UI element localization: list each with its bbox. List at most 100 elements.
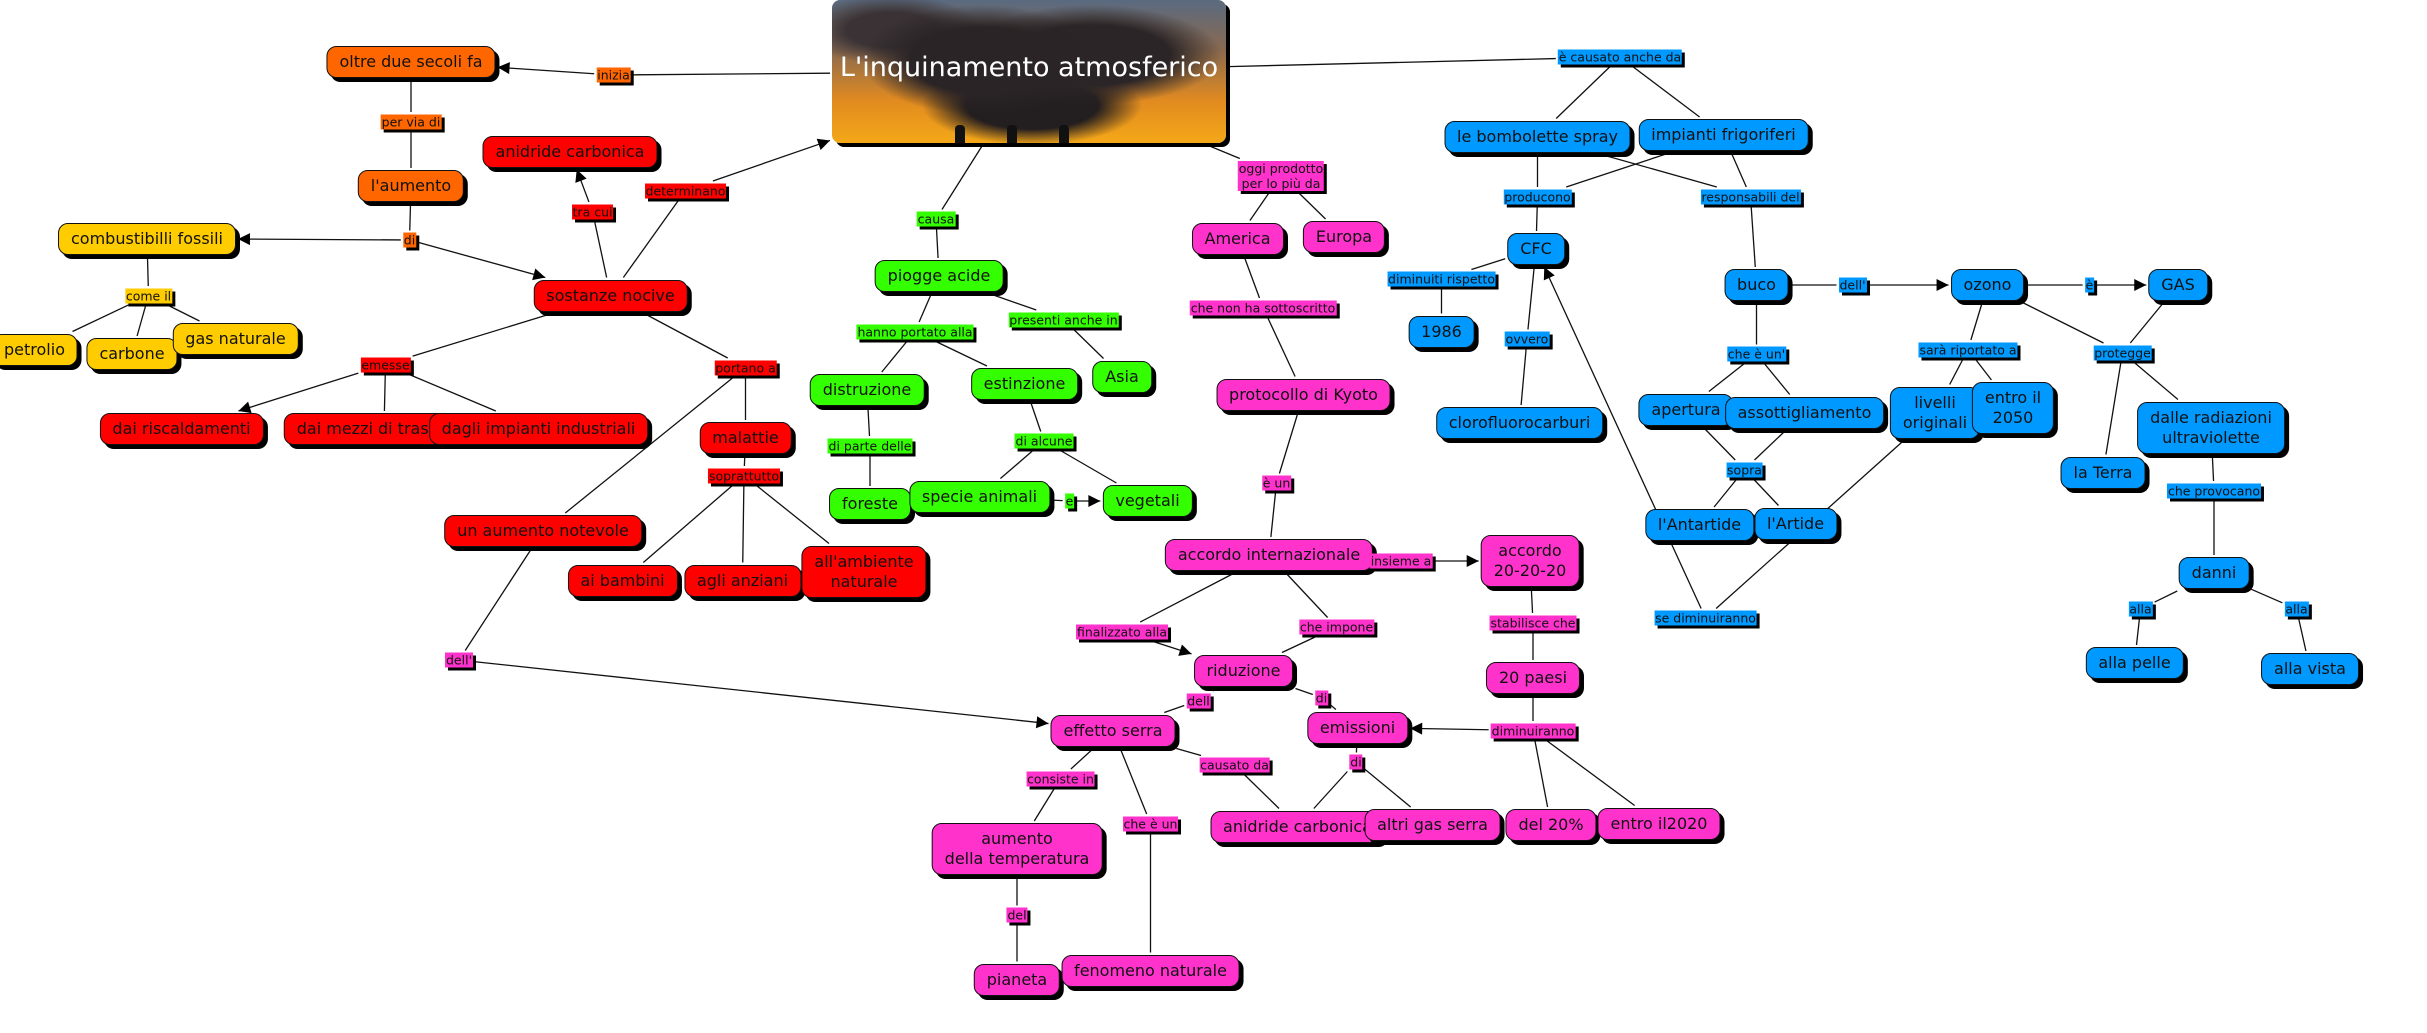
link-label-dellP[interactable]: dell' [444,652,474,668]
link-label-responsabili[interactable]: responsabili del [1700,189,1801,204]
concept-foreste[interactable]: foreste [829,488,911,520]
link-label-impone[interactable]: che impone [1298,619,1375,635]
concept-specie[interactable]: specie animali [908,480,1051,513]
concept-antartide[interactable]: l'Antartide [1644,509,1755,541]
concept-ambiente[interactable]: all'ambiente naturale [801,545,927,598]
concept-europa[interactable]: Europa [1302,221,1386,253]
link-label-causatoanche[interactable]: è causato anche da [1557,49,1683,65]
concept-vista[interactable]: alla vista [2261,653,2359,685]
link-label-portano[interactable]: portano a [714,360,777,375]
concept-estinzione[interactable]: estinzione [970,368,1079,400]
concept-terra[interactable]: la Terra [2060,456,2146,489]
concept-danni[interactable]: danni [2178,557,2250,589]
link-label-inizia[interactable]: inizia [596,67,631,83]
concept-cfc[interactable]: CFC [1507,233,1565,265]
concept-comb[interactable]: combustibilli fossili [58,222,236,255]
concept-fenomeno[interactable]: fenomeno naturale [1061,954,1240,987]
concept-altrigas[interactable]: altri gas serra [1364,809,1501,841]
concept-artide[interactable]: l'Artide [1753,507,1838,540]
link-label-ovvero[interactable]: ovvero [1504,331,1550,347]
concept-anidP[interactable]: anidride carbonica [1210,810,1385,843]
link-label-dellB[interactable]: dell' [1838,277,1867,293]
concept-anziani[interactable]: agli anziani [683,564,802,597]
concept-accordo[interactable]: accordo internazionale [1164,539,1374,571]
link-label-alla1[interactable]: alla [2128,601,2153,617]
concept-cloro[interactable]: clorofluorocarburi [1435,407,1604,439]
link-label-eun[interactable]: è un [1261,475,1292,491]
link-label-tracui[interactable]: tra cui [571,204,614,219]
title-node[interactable]: L'inquinamento atmosferico [832,0,1226,143]
concept-bombolette[interactable]: le bombolette spray [1444,120,1631,153]
concept-buco[interactable]: buco [1724,269,1789,301]
link-label-di1[interactable]: di [1314,690,1329,705]
concept-piogge[interactable]: piogge acide [874,260,1004,292]
concept-kyoto[interactable]: protocollo di Kyoto [1216,378,1391,411]
link-label-cheeunB[interactable]: che è un' [1726,346,1787,362]
link-label-finalizzato[interactable]: finalizzato alla [1076,624,1168,639]
link-label-eB[interactable]: è [2084,277,2095,293]
concept-a2020[interactable]: accordo 20-20-20 [1480,535,1580,587]
concept-america[interactable]: America [1191,222,1284,255]
concept-riduzione[interactable]: riduzione [1193,654,1294,687]
link-label-protegge[interactable]: protegge [2093,345,2152,360]
link-label-hanno[interactable]: hanno portato alla [856,324,974,339]
link-label-oggi[interactable]: oggi prodotto per lo più da [1237,160,1325,191]
link-label-diparte[interactable]: di parte delle [827,438,913,453]
concept-vegetali[interactable]: vegetali [1102,485,1193,517]
link-label-insieme[interactable]: insieme a [1369,553,1433,569]
link-label-stabilisce[interactable]: stabilisce che [1489,615,1577,630]
concept-y1986[interactable]: 1986 [1408,315,1475,348]
link-label-soprattutto[interactable]: soprattutto [707,468,781,483]
concept-paesi[interactable]: 20 paesi [1485,662,1581,694]
concept-effetto[interactable]: effetto serra [1050,714,1176,747]
concept-petrolio[interactable]: petrolio [0,333,78,366]
link-label-sara[interactable]: sarà riportato a [1918,342,2018,357]
concept-oltre[interactable]: oltre due secoli fa [326,45,496,78]
concept-pianeta[interactable]: pianeta [973,963,1061,996]
concept-radiazioni[interactable]: dalle radiazioni ultraviolette [2137,401,2285,454]
concept-impianti[interactable]: dagli impianti industriali [428,413,649,445]
concept-gas[interactable]: gas naturale [172,323,299,355]
concept-gasB[interactable]: GAS [2148,269,2208,301]
concept-del20[interactable]: del 20% [1505,809,1597,841]
concept-bambini[interactable]: ai bambini [567,564,678,597]
link-label-diminuiti[interactable]: diminuiti rispetto [1387,271,1496,287]
link-label-producono[interactable]: producono [1503,189,1572,204]
link-label-consiste[interactable]: consiste in [1026,771,1095,786]
concept-sostanze[interactable]: sostanze nocive [533,279,688,312]
concept-malattie[interactable]: malattie [699,422,792,454]
link-label-sedim[interactable]: se diminuiranno [1654,610,1757,626]
concept-asia[interactable]: Asia [1092,360,1152,393]
concept-livelli[interactable]: livelli originali [1889,386,1981,439]
link-label-provocano[interactable]: che provocano [2166,483,2262,498]
link-label-dialcune[interactable]: di alcune [1014,433,1074,449]
link-label-sopra[interactable]: sopra [1726,462,1763,477]
concept-temperatura[interactable]: aumento della temperatura [931,823,1103,875]
link-label-diminuiranno[interactable]: diminuiranno [1490,723,1576,738]
concept-notevole[interactable]: un aumento notevole [444,515,642,547]
concept-frigo[interactable]: impianti frigoriferi [1638,119,1809,151]
concept-carbone[interactable]: carbone [86,338,178,370]
link-label-di0[interactable]: di [402,232,417,248]
concept-anidR[interactable]: anidride carbonica [482,135,658,168]
link-label-dell[interactable]: dell [1186,693,1211,708]
concept-entro2020[interactable]: entro il2020 [1597,807,1721,840]
concept-pelle[interactable]: alla pelle [2085,647,2184,679]
link-label-determinano[interactable]: determinano [644,183,727,198]
link-label-cheeun[interactable]: che è un [1122,816,1179,831]
link-label-del[interactable]: del [1006,907,1028,923]
link-label-presenti[interactable]: presenti anche in [1008,312,1119,327]
link-label-e[interactable]: e [1064,493,1075,509]
concept-emissioni[interactable]: emissioni [1306,711,1409,744]
link-label-comeil[interactable]: come il [124,288,173,303]
link-label-emesse[interactable]: emesse [360,357,411,372]
concept-entro2050[interactable]: entro il 2050 [1971,382,2055,434]
link-label-causa[interactable]: causa [916,211,956,227]
concept-apertura[interactable]: apertura [1638,393,1734,426]
concept-ozono[interactable]: ozono [1950,269,2025,301]
concept-risc[interactable]: dai riscaldamenti [99,413,264,445]
link-label-alla2[interactable]: alla [2284,601,2309,617]
concept-aumento[interactable]: l'aumento [357,170,465,202]
link-label-di2[interactable]: di [1349,754,1363,770]
concept-assott[interactable]: assottigliamento [1724,396,1885,429]
